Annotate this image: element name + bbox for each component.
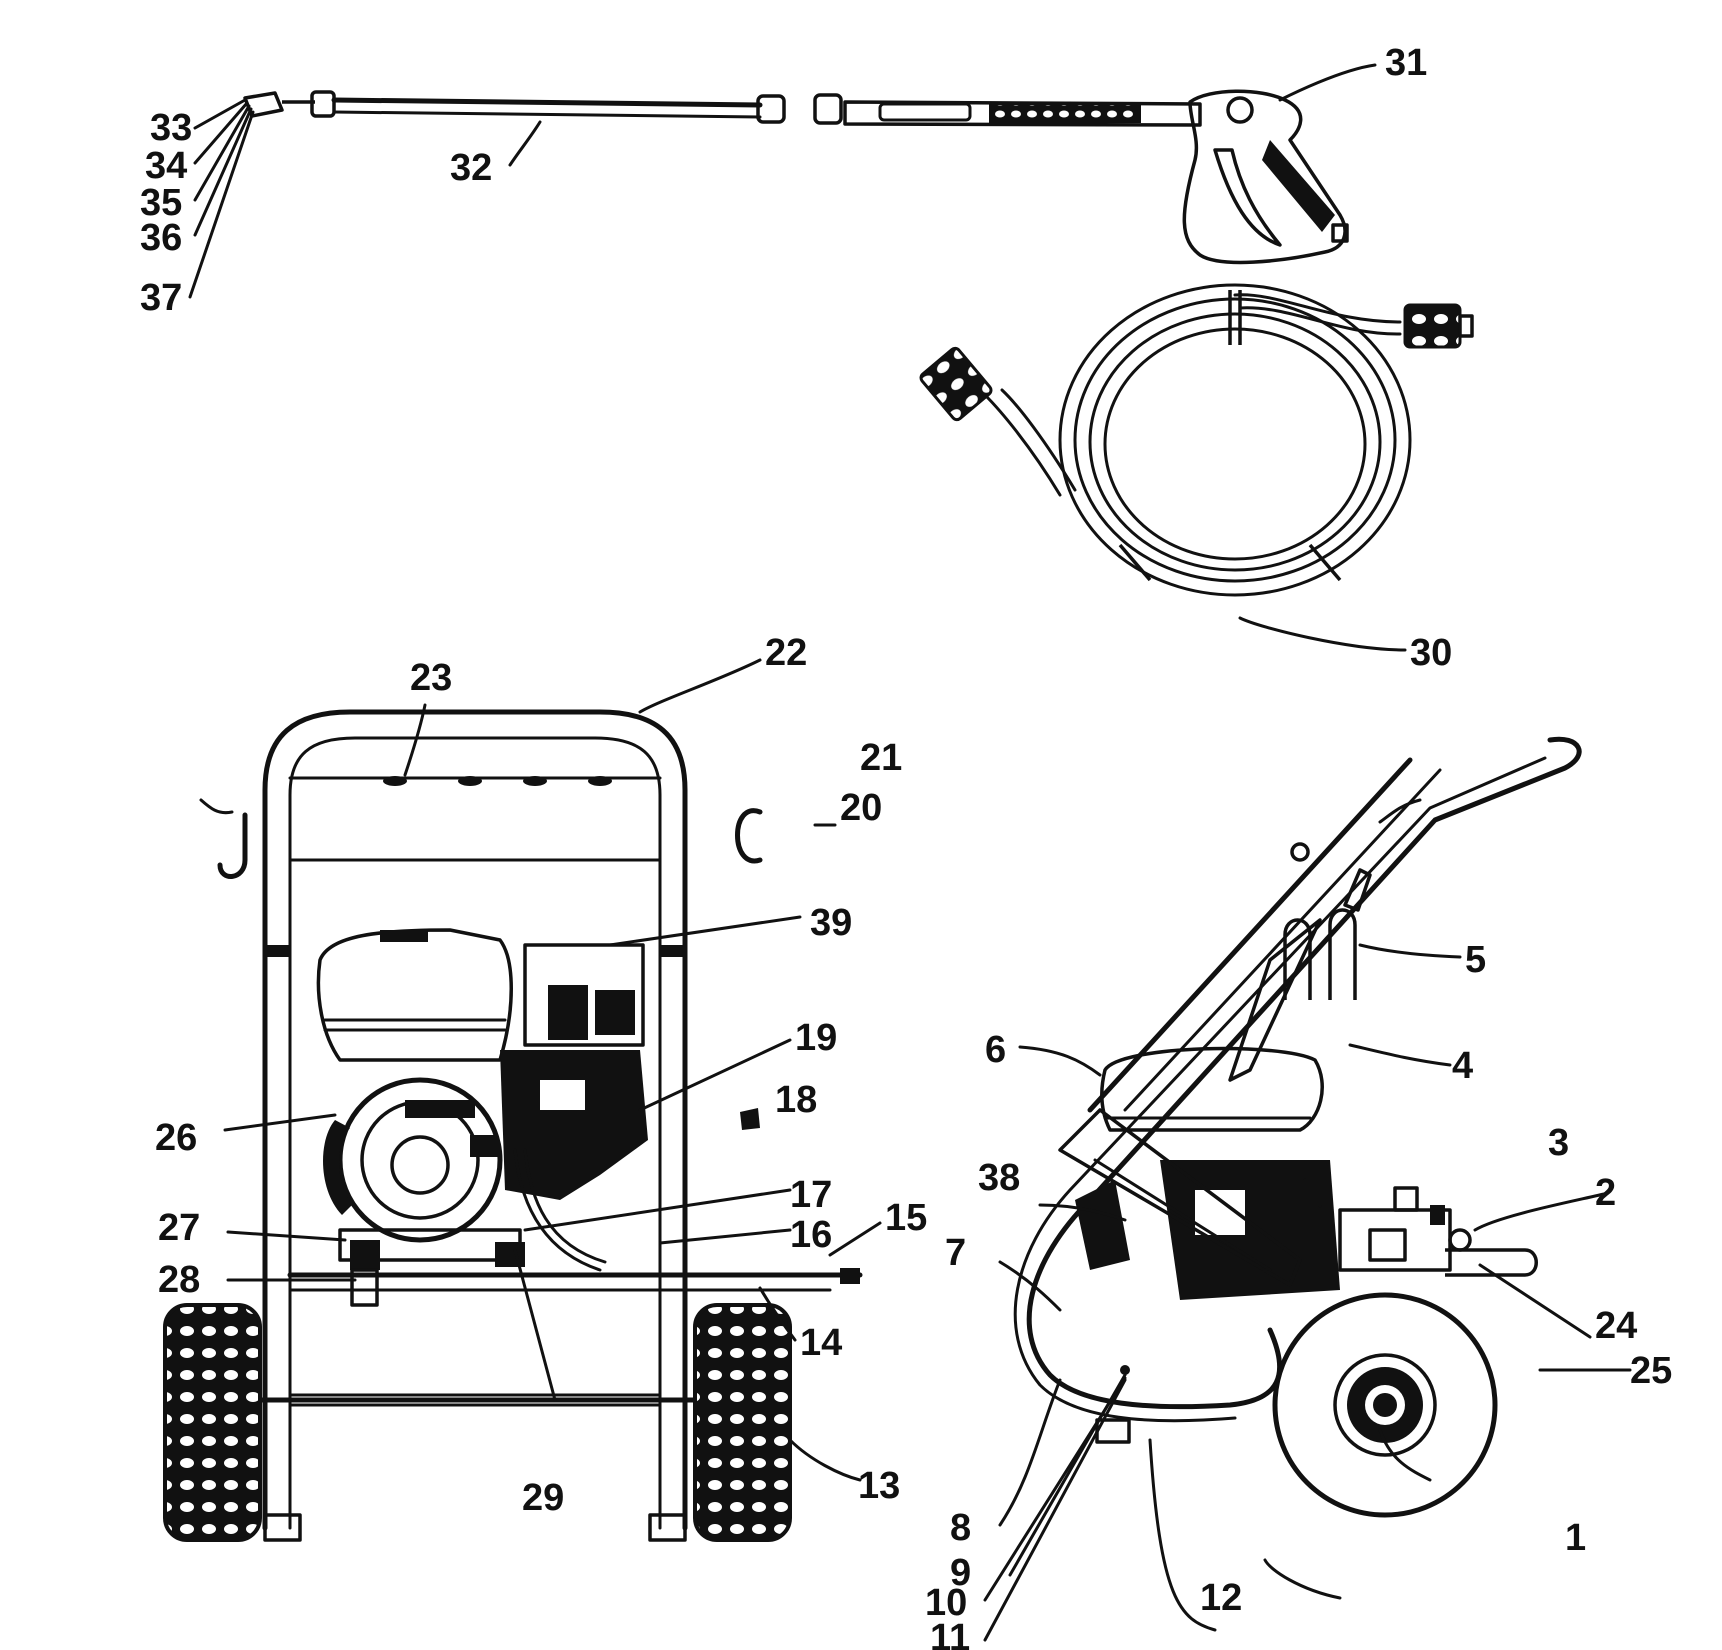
callout-8: 8	[950, 1507, 971, 1549]
callout-34: 34	[145, 145, 187, 187]
hook-j	[217, 812, 248, 879]
callout-17: 17	[790, 1174, 832, 1216]
callout-26: 26	[155, 1117, 197, 1159]
gun-holder	[1343, 868, 1372, 912]
callout-1: 1	[1565, 1517, 1586, 1559]
side-view-unit	[1013, 736, 1582, 1518]
callout-12: 12	[1200, 1577, 1242, 1619]
callout-20: 20	[840, 787, 882, 829]
callout-28: 28	[158, 1259, 200, 1301]
wheel-left	[163, 1303, 262, 1542]
callout-16: 16	[790, 1214, 832, 1256]
side-wheel	[1272, 1292, 1498, 1518]
callout-4: 4	[1452, 1045, 1473, 1087]
callout-11: 11	[930, 1617, 970, 1650]
callout-5: 5	[1465, 939, 1486, 981]
callout-22: 22	[765, 632, 807, 674]
hose-fitting-right	[1403, 303, 1462, 349]
callout-29: 29	[522, 1477, 564, 1519]
callout-2: 2	[1595, 1172, 1616, 1214]
high-pressure-hose	[919, 283, 1474, 597]
wheel-right	[693, 1303, 792, 1542]
clip-part	[740, 1108, 760, 1130]
callout-labels: 33 34 35 36 37 32 31 30 22 23 21 20 39 1…	[140, 42, 1672, 1650]
callout-9: 9	[950, 1552, 971, 1594]
callout-7: 7	[945, 1232, 966, 1274]
callout-25: 25	[1630, 1350, 1672, 1392]
garden-hose-connection	[513, 1148, 602, 1272]
callout-19: 19	[795, 1017, 837, 1059]
gun-grip-texture	[989, 103, 1141, 123]
callout-3: 3	[1548, 1122, 1569, 1164]
callout-37: 37	[140, 277, 182, 319]
pump-outlet	[1445, 1248, 1538, 1277]
callout-23: 23	[410, 657, 452, 699]
hook-c	[735, 808, 763, 864]
fuel-tank	[316, 928, 513, 1062]
callout-24: 24	[1595, 1305, 1637, 1347]
engine-cover	[1075, 1180, 1130, 1270]
engine-block	[500, 1050, 648, 1200]
callout-36: 36	[140, 217, 182, 259]
trigger	[1213, 148, 1282, 247]
air-filter	[523, 943, 645, 1047]
hose-fitting-left	[919, 346, 993, 422]
callout-38: 38	[978, 1157, 1020, 1199]
callout-35: 35	[140, 182, 182, 224]
callout-14: 14	[800, 1322, 842, 1364]
callout-33: 33	[150, 107, 192, 149]
callout-31: 31	[1385, 42, 1427, 84]
gun-handle	[1262, 140, 1335, 232]
callout-6: 6	[985, 1029, 1006, 1071]
quick-connect-coupler	[310, 90, 336, 118]
callout-15: 15	[885, 1197, 927, 1239]
front-view-unit	[163, 709, 863, 1542]
outlet-fitting	[840, 1268, 860, 1284]
callout-21: 21	[860, 737, 902, 779]
handle-frame	[262, 709, 688, 1531]
callout-27: 27	[158, 1207, 200, 1249]
callout-32: 32	[450, 147, 492, 189]
callout-10: 10	[925, 1582, 967, 1624]
callout-18: 18	[775, 1079, 817, 1121]
recoil-starter	[337, 1077, 503, 1243]
spray-wand-assembly	[243, 89, 1349, 265]
side-panel	[1058, 1108, 1302, 1287]
side-engine	[1160, 1160, 1340, 1300]
leader-lines	[188, 63, 1632, 1642]
hose-hanger	[1283, 918, 1312, 1000]
callout-13: 13	[858, 1465, 900, 1507]
callout-30: 30	[1410, 632, 1452, 674]
side-frame	[1026, 736, 1582, 1410]
callout-39: 39	[810, 902, 852, 944]
